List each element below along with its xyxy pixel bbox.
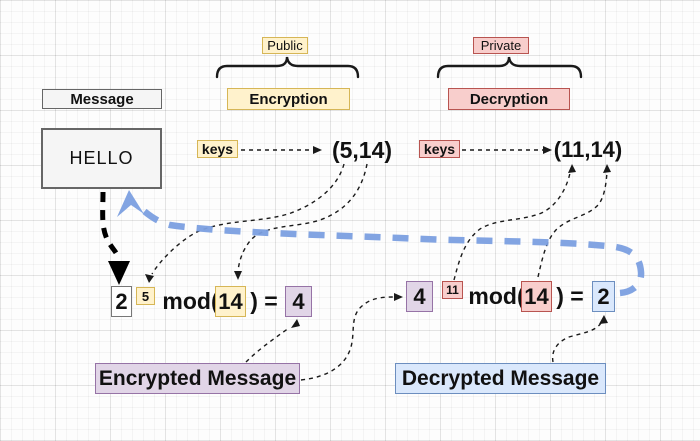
plaintext-message-box: HELLO — [41, 128, 162, 189]
decryption-close-equals: ) = — [556, 283, 584, 309]
encryption-mod-open: mod( — [162, 288, 219, 314]
decryption-modulus-box: 14 — [521, 281, 552, 312]
encryption-modulus-box: 14 — [215, 286, 246, 317]
encryption-header: Encryption — [249, 90, 328, 108]
decrypted-to-result-arrow — [551, 322, 602, 363]
decrypted-to-message-flow-arrowhead-icon — [117, 190, 144, 217]
public-key-e-arrowhead-icon — [145, 274, 154, 283]
public-key-n-arrow — [237, 163, 368, 272]
decrypted-to-message-flow-curve — [141, 208, 645, 297]
private-key-d-arrowhead-icon — [568, 164, 576, 173]
decryption-header-box: Decryption — [448, 88, 570, 110]
public-key-n-arrowhead-icon — [234, 271, 242, 280]
encryption-result-box: 4 — [285, 286, 312, 317]
public-brace — [215, 56, 360, 79]
decryption-result-box: 2 — [592, 281, 615, 312]
private-key-d-arrow — [453, 172, 571, 281]
decryption-exponent: 11 — [446, 283, 459, 297]
private-key-pair: (11,14) — [553, 137, 623, 162]
decryption-result: 2 — [597, 283, 610, 309]
message-label-box: Message — [42, 89, 162, 109]
plaintext-message: HELLO — [69, 148, 134, 168]
decrypted-message-label: Decrypted Message — [401, 366, 600, 390]
decrypted-to-result-arrowhead-icon — [599, 315, 608, 324]
public-tag-box: Public — [262, 37, 308, 54]
encrypted-message-label: Encrypted Message — [98, 366, 297, 390]
decryption-exponent-box: 11 — [442, 281, 463, 299]
public-keys-arrowhead-icon — [313, 146, 322, 154]
decryption-base-box: 4 — [406, 281, 433, 312]
private-keys-box: keys — [419, 140, 460, 158]
public-key-e-arrow — [151, 163, 345, 275]
encrypted-to-result-arrow — [245, 327, 290, 363]
decryption-header: Decryption — [469, 90, 549, 108]
encryption-base-box: 2 — [111, 286, 132, 317]
message-to-cipher-arrow — [100, 191, 121, 261]
message-to-cipher-arrowhead-icon — [108, 261, 130, 285]
decryption-mod-open: mod( — [468, 283, 525, 309]
private-key-n-arrow — [537, 171, 608, 278]
encrypted-to-decryption-input-arrowhead-icon — [394, 293, 403, 301]
private-key-n-arrowhead-icon — [603, 164, 611, 173]
encryption-header-box: Encryption — [227, 88, 350, 110]
private-tag: Private — [480, 38, 522, 53]
private-brace — [436, 56, 583, 79]
encryption-modulus: 14 — [218, 288, 243, 314]
encryption-exponent: 5 — [141, 288, 150, 304]
private-tag-box: Private — [473, 37, 529, 54]
decrypted-message-label-box: Decrypted Message — [395, 363, 606, 394]
message-label: Message — [70, 90, 134, 108]
encrypted-to-result-arrowhead-icon — [291, 319, 300, 328]
public-keys-label: keys — [201, 141, 234, 157]
encryption-base: 2 — [115, 288, 128, 314]
public-tag: Public — [267, 38, 303, 53]
decryption-modulus: 14 — [524, 283, 549, 309]
encryption-exponent-box: 5 — [136, 287, 155, 305]
public-key-pair: (5,14) — [331, 136, 393, 163]
encryption-result: 4 — [292, 288, 305, 314]
encrypted-to-decryption-input-arrow — [300, 296, 396, 381]
public-keys-box: keys — [197, 140, 238, 158]
private-keys-label: keys — [423, 141, 456, 157]
encryption-close-equals: ) = — [250, 288, 278, 314]
encrypted-message-label-box: Encrypted Message — [95, 363, 300, 394]
private-keys-arrowhead-icon — [543, 146, 552, 154]
decryption-base: 4 — [413, 283, 426, 309]
